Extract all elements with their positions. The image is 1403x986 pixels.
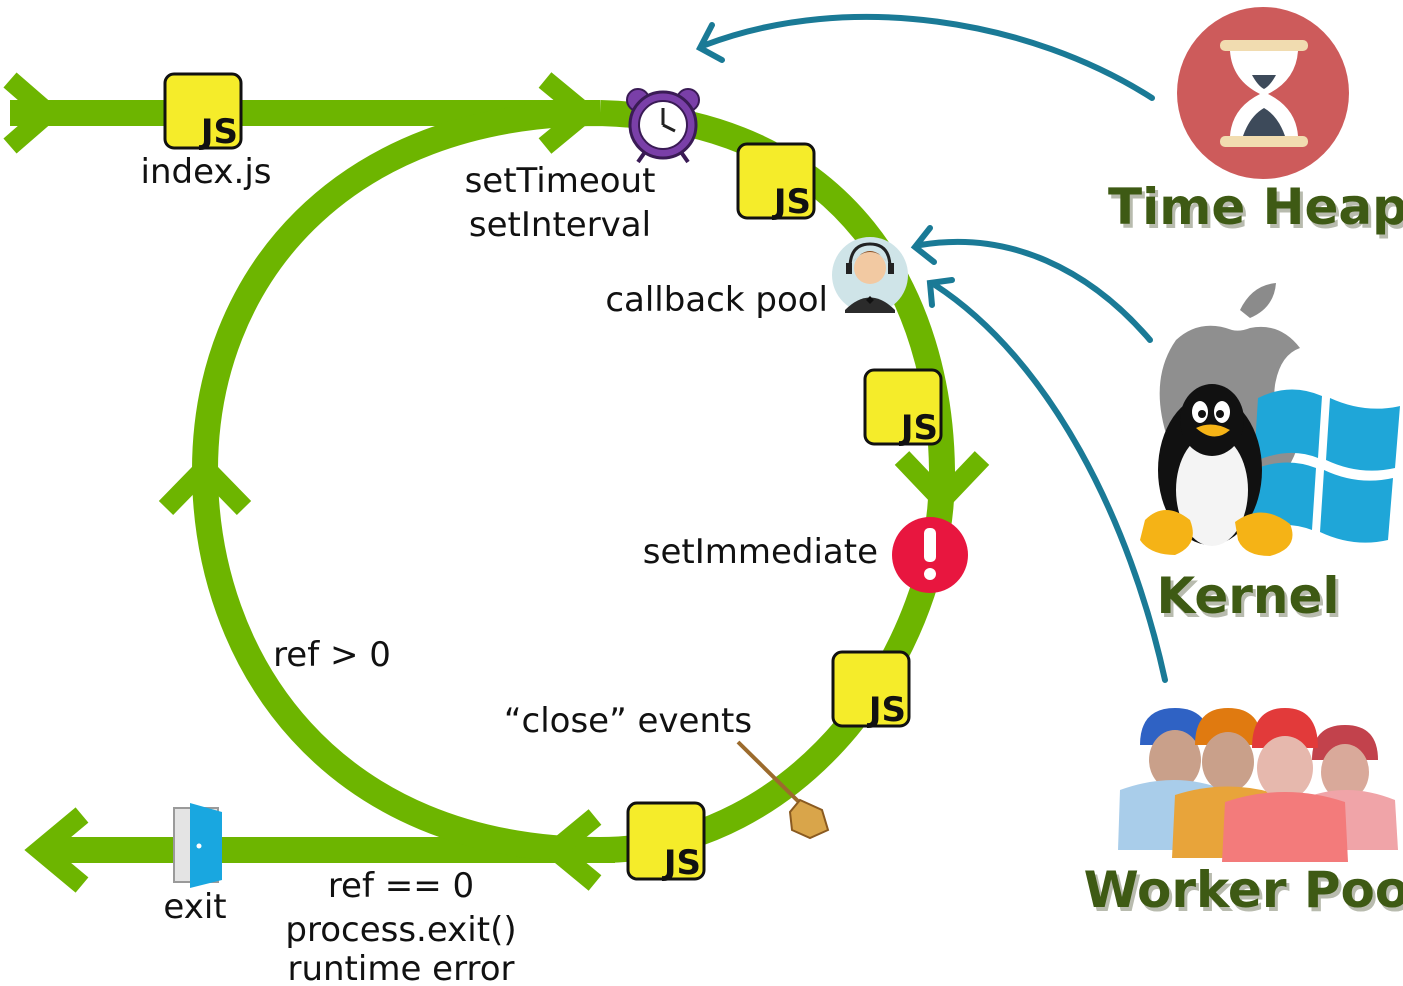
broom-icon: [736, 740, 830, 840]
workers-icon: [1118, 708, 1398, 862]
timers-label-setinterval: setInterval: [469, 205, 651, 245]
js-badge-text: JS: [199, 112, 238, 152]
loop-track: [10, 100, 956, 863]
time-heap-label: Time Heap: [1108, 178, 1403, 236]
callback-pool-label: callback pool: [605, 280, 828, 320]
entry-label: index.js: [141, 152, 272, 192]
time-heap-label-shadow: Time Heap: [1111, 182, 1403, 240]
js-badge-text: JS: [662, 843, 701, 883]
setimmediate-label: setImmediate: [643, 532, 878, 572]
kernel-arrow: [917, 238, 1153, 343]
loop-circle: [192, 100, 956, 863]
entry-arrow-chevron: [538, 72, 601, 154]
worker-pool-label-shadow: Worker Pool: [1087, 865, 1403, 923]
js-badge-text: JS: [772, 182, 811, 222]
exit-arrow-chevron: [24, 807, 89, 893]
js-badge: JS: [626, 801, 706, 883]
exit-label: exit: [163, 887, 226, 927]
entry-tail-chevron: [3, 72, 64, 154]
left-arrow-chevron: [539, 809, 602, 891]
time-heap-arrow: [702, 13, 1155, 101]
source-arrows: [695, 13, 1168, 683]
kernel-arrowhead: [910, 225, 937, 265]
kernel-label: Kernel: [1156, 567, 1339, 625]
exit-condition-ref: ref == 0: [328, 866, 474, 906]
js-badge-text: JS: [899, 408, 938, 448]
ref-loop-label: ref > 0: [273, 635, 391, 675]
close-events-label: “close” events: [504, 701, 752, 741]
loop-arrowheads: [3, 72, 990, 893]
time-heap-arrowhead: [695, 22, 725, 63]
js-badge-text: JS: [867, 690, 906, 730]
alarm-clock-icon: [626, 88, 700, 164]
worker-arrow: [932, 282, 1168, 683]
js-badge: JS: [736, 142, 816, 222]
worker-arrowhead: [926, 277, 955, 308]
down-arrow-chevron: [894, 451, 990, 515]
up-arrow-chevron: [158, 453, 252, 515]
timers-label-settimeout: setTimeout: [465, 161, 656, 201]
kernel-label-shadow: Kernel: [1159, 571, 1342, 629]
alert-icon: [892, 517, 968, 593]
js-badge: JS: [863, 368, 943, 448]
hourglass-icon: [1177, 7, 1349, 179]
js-badge: JS: [163, 72, 243, 152]
door-icon: [173, 803, 222, 888]
js-badge: JS: [831, 650, 911, 730]
linux-penguin-icon: [1140, 384, 1293, 556]
exit-condition-process-exit: process.exit(): [285, 910, 516, 950]
exit-condition-runtime-error: runtime error: [287, 949, 514, 986]
worker-pool-label: Worker Pool: [1084, 861, 1403, 919]
operator-icon: [832, 237, 908, 313]
